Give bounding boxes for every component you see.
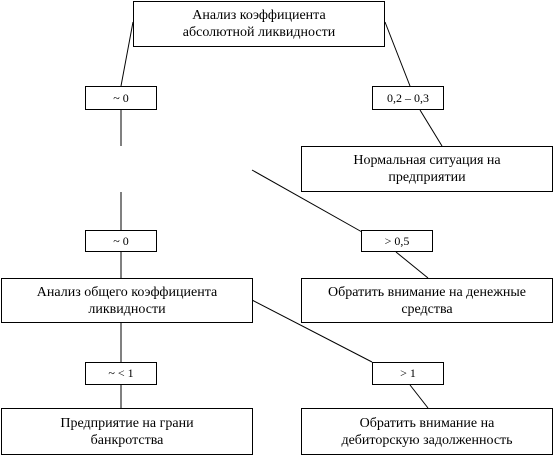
- label-greater-0-5-text: > 0,5: [384, 233, 410, 248]
- label-range-0-2-0-3: 0,2 – 0,3: [372, 86, 444, 110]
- node-absolute-liquidity-line1: Анализ коэффициента: [192, 8, 326, 23]
- edge-general-to-l6: [251, 299, 373, 363]
- label-approx-less-1: ~ < 1: [85, 362, 157, 385]
- node-general-liquidity-line1: Анализ общего коэффициента: [36, 284, 218, 300]
- edge-root-to-l2: [384, 21, 411, 87]
- node-general-liquidity-line2: ликвидности: [88, 301, 166, 317]
- node-normal-situation-line2: предприятии: [388, 170, 466, 185]
- node-receivables-attention-line2: дебиторскую задолженность: [341, 432, 513, 448]
- edge-l2-to-normal: [419, 109, 443, 147]
- label-approx-zero-mid: ~ 0: [85, 230, 157, 252]
- node-normal-situation: Нормальная ситуация на предприятии: [301, 146, 553, 192]
- edge-l4-to-cash: [395, 251, 429, 279]
- edge-diag-to-l4: [251, 169, 363, 233]
- label-approx-zero-top-text: ~ 0: [113, 90, 129, 105]
- label-greater-1-text: > 1: [400, 366, 416, 380]
- label-approx-zero-top: ~ 0: [85, 86, 157, 110]
- label-approx-less-1-text: ~ < 1: [108, 366, 134, 380]
- label-approx-zero-mid-text: ~ 0: [113, 233, 129, 248]
- node-absolute-liquidity-line2: абсолютной ликвидности: [182, 25, 336, 40]
- node-receivables-attention-line1: Обратить внимание на: [359, 415, 495, 431]
- node-normal-situation-line1: Нормальная ситуация на: [353, 153, 501, 168]
- label-greater-1: > 1: [372, 362, 444, 385]
- node-absolute-liquidity: Анализ коэффициента абсолютной ликвидност…: [133, 1, 385, 47]
- edge-l6-to-receivables: [409, 384, 429, 409]
- edge-root-to-l1: [120, 21, 134, 87]
- label-range-0-2-0-3-text: 0,2 – 0,3: [387, 90, 429, 105]
- node-cash-attention-line2: средства: [401, 301, 453, 317]
- label-greater-0-5: > 0,5: [361, 230, 433, 252]
- node-bankruptcy-edge-line1: Предприятие на грани: [60, 415, 194, 431]
- node-cash-attention-line1: Обратить внимание на денежные: [327, 284, 526, 300]
- node-bankruptcy-edge-line2: банкротства: [90, 432, 164, 448]
